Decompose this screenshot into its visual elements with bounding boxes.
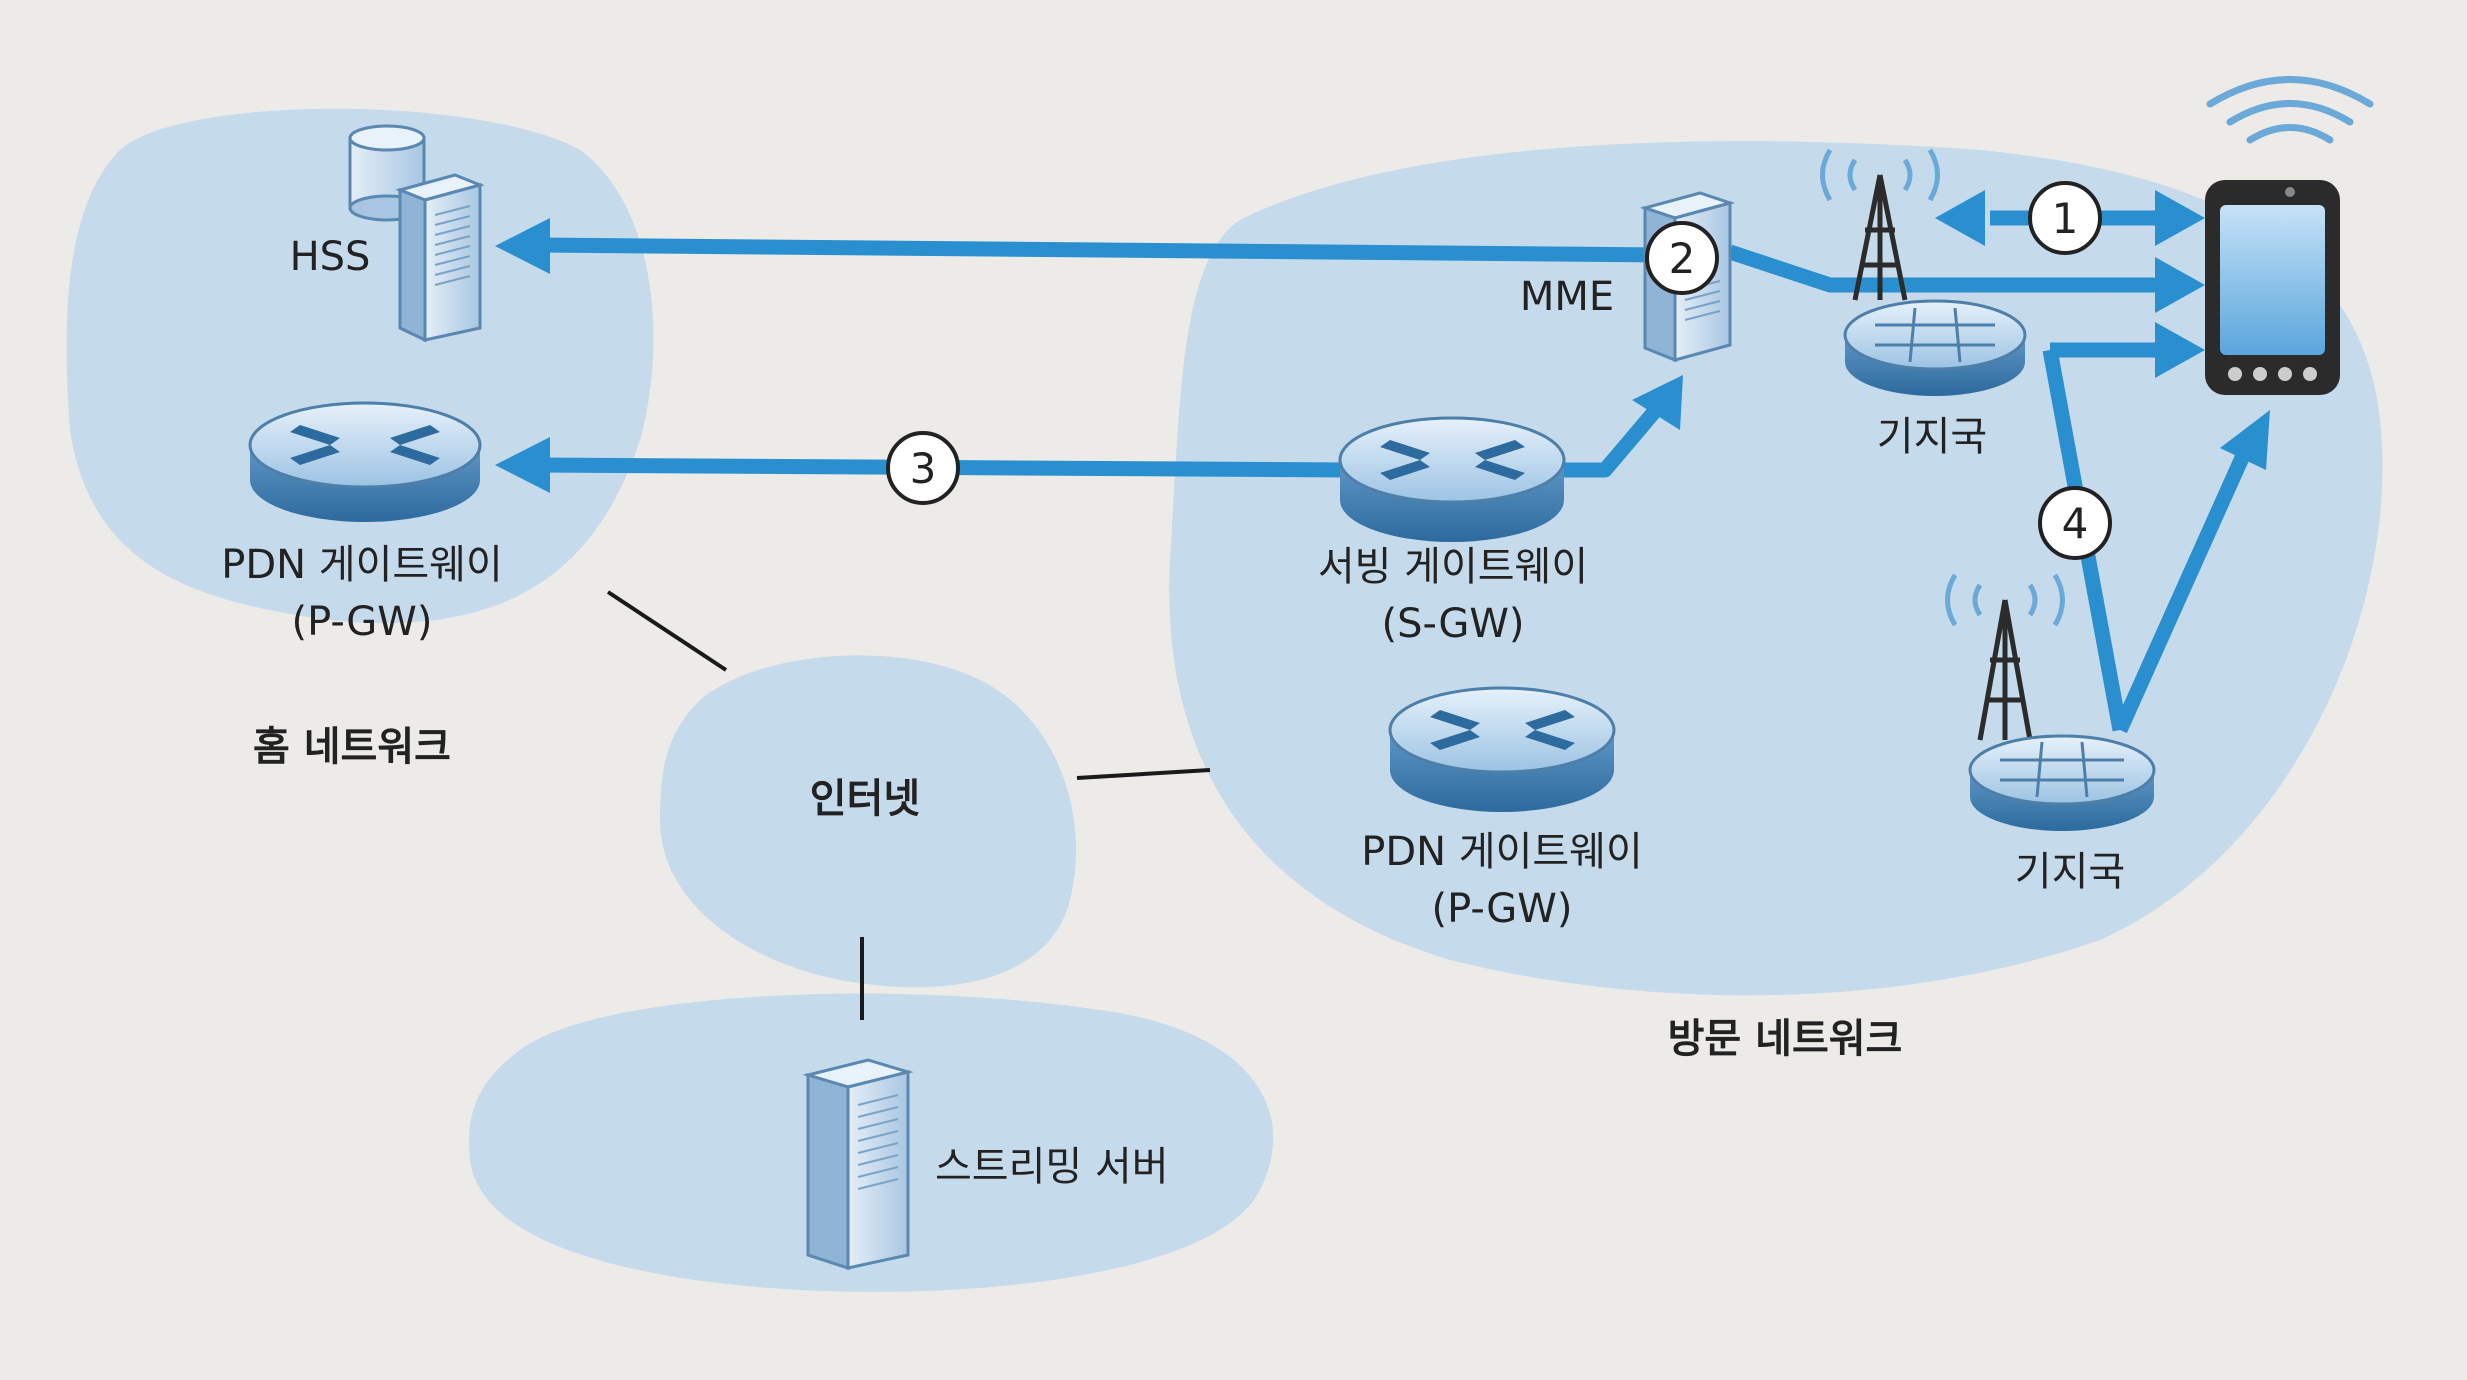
visited-network-label: 방문 네트워크 — [1668, 1016, 1903, 1062]
step-3: 3 — [886, 431, 960, 505]
sgw-label: 서빙 게이트웨이 — [1318, 544, 1588, 590]
hss-label: HSS — [290, 234, 371, 280]
home-network-cloud — [66, 108, 654, 624]
base-station-1-label: 기지국 — [1877, 414, 1987, 460]
step-4-label: 4 — [2062, 499, 2089, 548]
server-icon — [395, 173, 485, 343]
arrowhead-bs1 — [1935, 190, 1985, 246]
step-2: 2 — [1645, 221, 1719, 295]
antenna-icon — [1820, 148, 1940, 301]
step-1-label: 1 — [2052, 194, 2079, 243]
internet-cloud — [660, 655, 1076, 988]
visited-pgw-label: PDN 게이트웨이 — [1361, 829, 1643, 875]
arrowhead-mme — [1632, 375, 1683, 430]
step-4: 4 — [2038, 486, 2112, 560]
router-icon — [1338, 416, 1566, 542]
arrowhead-hss — [495, 218, 550, 274]
internet-link-visited-pgw — [1076, 768, 1211, 780]
router-icon — [1968, 734, 2156, 831]
arrowhead-phone-top — [2155, 190, 2205, 246]
arrowhead-phone-mid — [2155, 257, 2205, 313]
router-icon — [1843, 299, 2027, 396]
router-icon — [1388, 686, 1616, 812]
streaming-server-node: 스트리밍 서버 — [802, 1058, 1169, 1271]
internet-links — [606, 590, 1211, 1020]
streaming-server-label: 스트리밍 서버 — [935, 1144, 1169, 1190]
arrow-bs2-to-phone — [2113, 436, 2257, 734]
internet-link-home-pgw — [606, 590, 728, 672]
base-station-2-label: 기지국 — [2015, 849, 2125, 895]
arrow-mme-to-phone — [1727, 244, 2160, 293]
home-pgw-abbr: (P-GW) — [292, 599, 433, 645]
arrowhead-phone-low — [2155, 322, 2205, 378]
server-icon — [802, 1058, 914, 1271]
antenna-icon — [1945, 573, 2065, 741]
base-station-1: 기지국 — [1820, 148, 2027, 460]
home-pgw-label: PDN 게이트웨이 — [221, 542, 503, 588]
step-2-label: 2 — [1669, 234, 1696, 283]
arrow-heads — [495, 190, 2270, 493]
wifi-signal-icon — [2206, 76, 2374, 144]
router-icon — [248, 401, 482, 522]
visited-pgw-node: PDN 게이트웨이 (P-GW) — [1361, 686, 1643, 932]
arrow-mme-to-hss — [539, 237, 1661, 263]
home-network-label: 홈 네트워크 — [253, 724, 451, 770]
smartphone-node — [2205, 76, 2374, 395]
step-3-label: 3 — [910, 444, 937, 493]
arrowhead-phone-bottom — [2220, 410, 2270, 470]
arrowhead-home-pgw — [495, 437, 550, 493]
smartphone-icon — [2205, 180, 2340, 395]
home-pgw-node: PDN 게이트웨이 (P-GW) — [221, 401, 503, 645]
internet-label: 인터넷 — [810, 776, 920, 822]
step-1: 1 — [2028, 181, 2102, 255]
sgw-node: 서빙 게이트웨이 (S-GW) — [1318, 416, 1588, 647]
mme-label: MME — [1520, 274, 1614, 320]
base-station-2: 기지국 — [1945, 573, 2156, 895]
visited-pgw-abbr: (P-GW) — [1432, 886, 1573, 932]
sgw-abbr: (S-GW) — [1381, 601, 1524, 647]
arrow-sgw-to-mme — [1560, 400, 1666, 478]
hss-node: HSS — [290, 124, 485, 343]
